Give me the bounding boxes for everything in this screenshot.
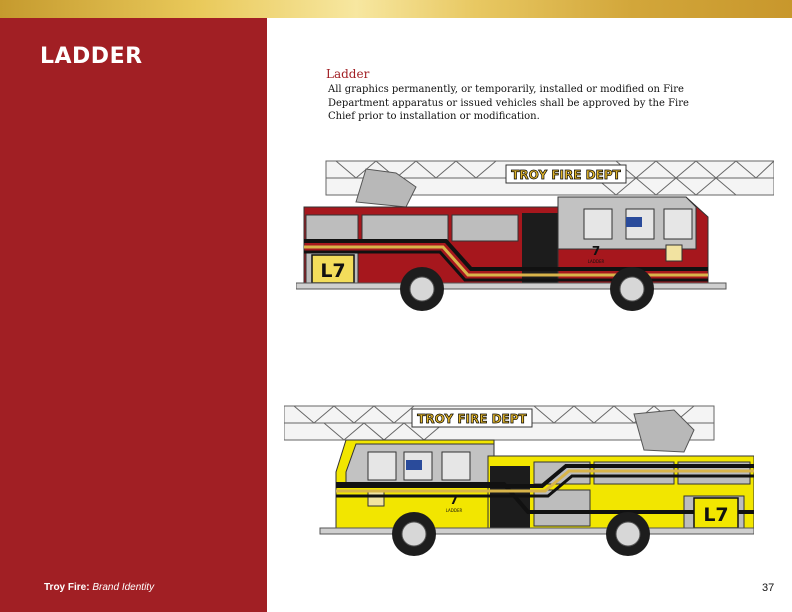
- ladder-sign-plate: [411, 408, 533, 428]
- yellow-ladder-truck-illustration: TROY FIRE DEPT 7 LADDER L7: [284, 405, 754, 556]
- ladder-sign-plate: [505, 164, 627, 184]
- section-title: LADDER: [40, 44, 143, 69]
- turntable: [633, 409, 695, 453]
- pump-panel: [522, 213, 560, 285]
- pump-panel: [490, 466, 530, 530]
- ladder-sign-text: TROY FIRE DEPT: [511, 168, 621, 182]
- footer-brand-name: Troy Fire:: [44, 582, 90, 593]
- flag-decal: [406, 460, 422, 470]
- front-wheel: [392, 512, 436, 556]
- rear-wheel: [606, 512, 650, 556]
- rear-unit-number: L7: [320, 260, 345, 282]
- sidebar-panel: [0, 18, 267, 612]
- content-heading: Ladder: [326, 67, 370, 81]
- cab-unit-number: 7: [592, 244, 600, 258]
- rear-unit-number: L7: [703, 504, 728, 526]
- department-seal: [665, 244, 683, 262]
- gold-header-bar: [0, 0, 792, 18]
- flag-decal: [626, 217, 642, 227]
- rear-wheel: [400, 267, 444, 311]
- cab-unit-number: 7: [450, 493, 458, 507]
- footer-brand: Troy Fire: Brand Identity: [44, 582, 154, 593]
- ladder-sign-text: TROY FIRE DEPT: [417, 412, 527, 426]
- footer-brand-subtitle: Brand Identity: [92, 582, 155, 593]
- cab-label: LADDER: [588, 259, 605, 264]
- turntable: [355, 168, 417, 208]
- content-body: All graphics permanently, or temporarily…: [328, 84, 689, 122]
- red-ladder-truck-illustration: TROY FIRE DEPT 7 LADDER L7: [296, 160, 774, 311]
- cab-label: LADDER: [446, 508, 463, 513]
- page-number: 37: [762, 582, 775, 594]
- front-wheel: [610, 267, 654, 311]
